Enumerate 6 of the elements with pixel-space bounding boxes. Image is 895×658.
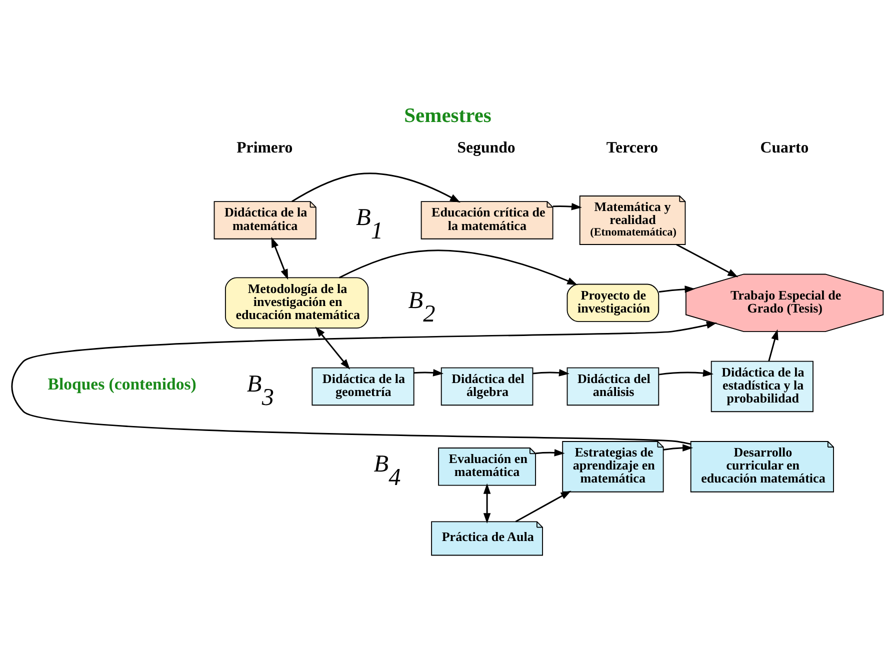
label: Segundo <box>457 139 516 156</box>
diagram-title: Semestres <box>404 104 492 127</box>
label: Bloques (contenidos) <box>48 374 196 394</box>
label: Cuarto <box>760 139 809 156</box>
label: Primero <box>236 139 293 156</box>
label: Tercero <box>606 139 658 156</box>
